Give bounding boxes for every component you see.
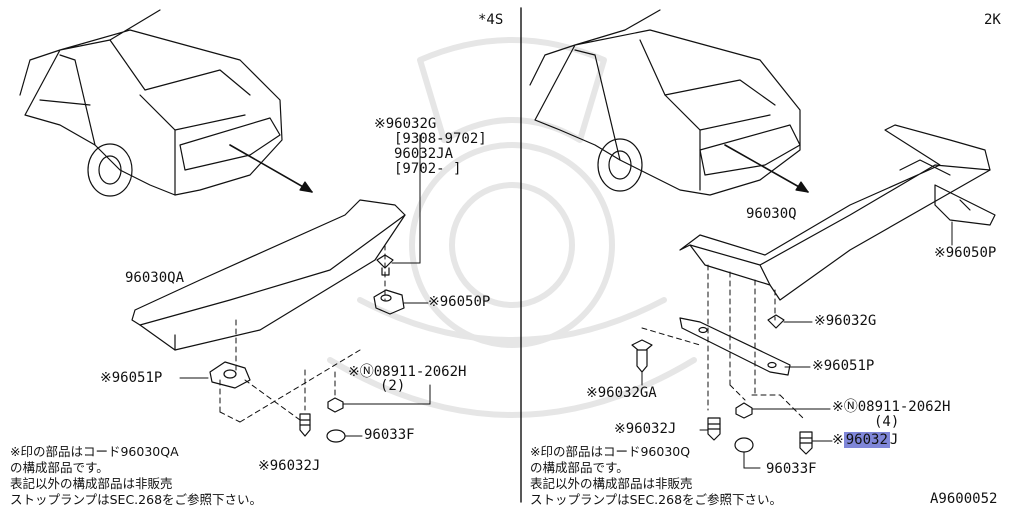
part-label-96032j-left[interactable]: ※96032J [258,458,321,474]
leaders-right [641,221,953,442]
arrow-left [229,144,313,193]
part-label-96032g-right[interactable]: ※96032G [814,313,877,329]
part-label-08911-right[interactable]: ※Ⓝ08911-2062H [832,399,951,415]
bracket-left [209,361,251,389]
part-label-96030q[interactable]: 96030Q [746,206,797,222]
clip-right-a [707,417,721,441]
part-label-96033f-right[interactable]: 96033F [766,461,817,477]
part-label-96050p-left[interactable]: ※96050P [428,294,491,310]
part-label-96032j-right-a[interactable]: ※96032J [614,421,677,437]
part-label-96032ga[interactable]: ※96032GA [586,385,657,401]
note-line: ※印の部品はコード96030Q [530,444,691,459]
arrow-right [724,144,809,193]
nut-qty-right: (4) [874,414,900,430]
note-line: の構成部品です。 [10,460,109,475]
variant-label-left: *4S [478,12,504,28]
variant-label-right: 2K [984,12,1001,28]
clip-left [299,413,311,437]
part-label-96030qa[interactable]: 96030QA [125,270,185,286]
spoiler-right [679,124,996,301]
nut-right [735,402,831,419]
leaders-left [179,134,431,437]
pad-left [373,289,405,315]
car-sketch-left [19,9,283,197]
date-range-2: [9702- ] [394,161,462,177]
watermark-emblem [327,37,697,418]
part-label-96051p-left[interactable]: ※96051P [100,370,163,386]
note-line: の構成部品です。 [530,460,629,475]
part-label-96032g-left[interactable]: ※96032G [374,116,437,132]
part-label-08911-left[interactable]: ※Ⓝ08911-2062H [348,364,467,380]
note-line: ストップランプはSEC.268をご参照下さい。 [10,492,263,507]
note-line: ※印の部品はコード96030QA [10,444,179,459]
cap-right [734,437,761,469]
grommet-right [767,314,785,329]
bracket-right [679,317,791,376]
grommet-left [376,254,394,276]
part-suffix: J [889,432,899,448]
note-line: 表記以外の構成部品は非販売 [530,476,693,491]
cap-left [326,429,346,443]
guides-left [219,244,386,423]
grommet-ga [631,339,653,373]
part-label-96032ja[interactable]: 96032JA [394,146,454,162]
date-range-1: [9308-9702] [394,131,487,147]
asterisk-mark: ※ [832,432,844,448]
part-label-96051p-right[interactable]: ※96051P [812,358,875,374]
figure-id: A9600052 [930,491,998,507]
part-label-96050p-right[interactable]: ※96050P [934,245,997,261]
note-line: ストップランプはSEC.268をご参照下さい。 [530,492,783,507]
highlighted-part-number[interactable]: 96032 [843,432,890,448]
nut-qty-left: (2) [380,378,406,394]
guides-right [641,264,806,421]
note-line: 表記以外の構成部品は非販売 [10,476,173,491]
part-label-96033f-left[interactable]: 96033F [364,427,415,443]
nut-left [327,397,431,413]
clip-right-b [799,431,813,455]
car-sketch-right [529,9,801,196]
